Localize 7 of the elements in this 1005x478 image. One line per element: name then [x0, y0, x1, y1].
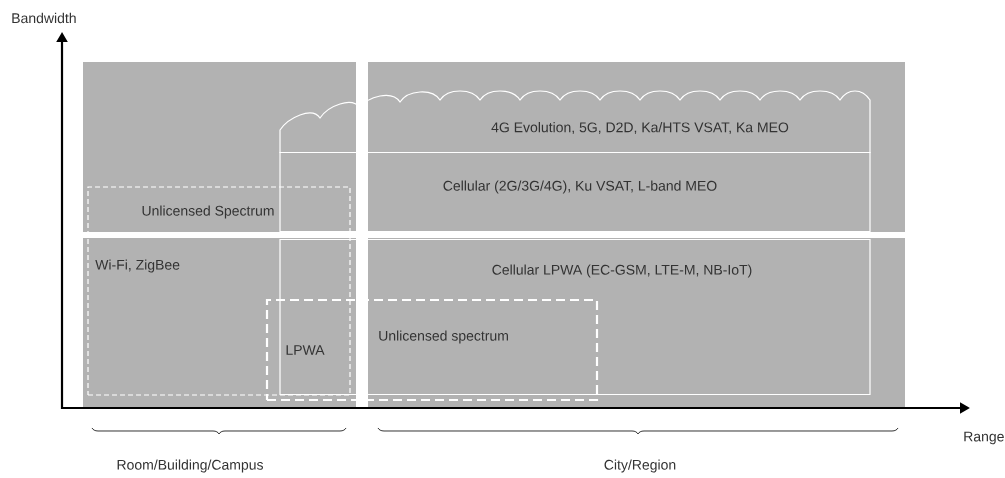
band-region: 4G Evolution, 5G, D2D, Ka/HTS VSAT, Ka MEO [279, 90, 871, 154]
range-label: City/Region [604, 459, 676, 473]
band-region: Cellular (2G/3G/4G), Ku VSAT, L-band MEO [279, 151, 871, 233]
dashed-region: LPWA Unlicensed spectrum [265, 298, 599, 402]
axis-label: Bandwidth [12, 12, 76, 24]
axis-label: Range [964, 431, 1004, 445]
range-label: Room/Building/Campus [117, 459, 263, 473]
